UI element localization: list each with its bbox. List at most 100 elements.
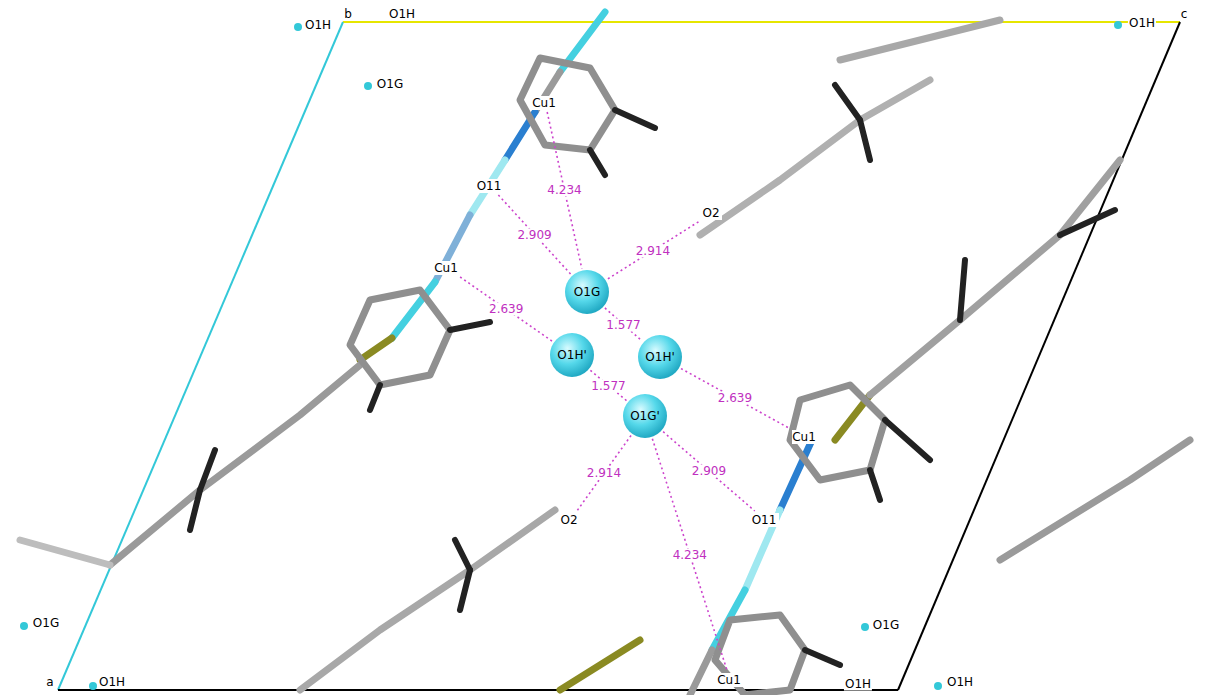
atom-label: O1G <box>872 619 900 632</box>
distance-label: 2.914 <box>586 467 622 480</box>
atom-label-box: Cu1 <box>790 430 820 444</box>
atom-label: O1H <box>1128 17 1156 30</box>
atom-label: Cu1 <box>792 430 818 444</box>
sphere-atom: O1G <box>564 269 610 315</box>
h-stub <box>450 322 490 330</box>
atom-dot <box>89 682 97 690</box>
sphere-atom: O1H' <box>637 334 683 380</box>
bond-stick <box>700 80 930 235</box>
sphere-atom: O1G' <box>622 393 668 439</box>
cell-edge-a <box>58 22 343 690</box>
h-stub <box>190 490 200 530</box>
atom-label: O1H <box>98 676 126 689</box>
atom-label: O2 <box>560 513 580 527</box>
contact-line <box>663 432 755 511</box>
bond-stick <box>690 650 712 695</box>
contact-line <box>460 277 552 341</box>
distance-label: 2.909 <box>516 228 552 241</box>
cell-edge-b <box>343 21 1180 23</box>
atom-dot <box>20 622 28 630</box>
h-stub <box>835 85 860 120</box>
atom-label-box: O2 <box>558 513 582 527</box>
distance-label: 4.234 <box>672 548 708 561</box>
bond-stick <box>870 160 1120 395</box>
h-stub <box>870 470 880 500</box>
h-stub <box>460 570 470 610</box>
contact-line <box>681 369 789 428</box>
hydrogen-stubs <box>190 85 1115 665</box>
distance-label: 2.639 <box>488 303 524 316</box>
atom-label: O1G <box>574 285 600 299</box>
molecule-sticks <box>20 12 1190 695</box>
atom-label: O11 <box>752 513 779 527</box>
cell-edge-c <box>898 22 1180 690</box>
h-stub <box>860 120 870 160</box>
atom-label: O1H' <box>645 350 674 364</box>
atom-label-box: O11 <box>750 513 781 527</box>
atom-dot <box>364 82 372 90</box>
contact-line <box>605 308 642 341</box>
atom-label: b <box>343 8 353 21</box>
bond-stick <box>560 640 640 690</box>
bond-stick <box>745 510 780 590</box>
h-stub <box>200 450 215 490</box>
h-stub <box>885 420 930 460</box>
sphere-fill <box>623 394 667 438</box>
atom-label: O11 <box>477 179 504 193</box>
bond-stick <box>360 338 392 360</box>
atom-label: O1H <box>844 678 872 691</box>
atom-label: Cu1 <box>532 96 558 110</box>
distance-label: 2.909 <box>691 465 727 478</box>
atom-label: O2 <box>702 206 722 220</box>
atom-dot <box>294 23 302 31</box>
distance-label: 1.577 <box>590 379 626 392</box>
atom-label-box: O2 <box>700 206 724 220</box>
atom-label: c <box>1180 8 1189 21</box>
h-stub <box>370 385 380 410</box>
contact-line <box>607 222 698 279</box>
contact-line <box>590 370 626 400</box>
atom-dot <box>934 682 942 690</box>
contact-line <box>547 112 582 269</box>
bond-stick <box>20 540 110 565</box>
atom-dot <box>1114 21 1122 29</box>
contact-line <box>652 439 727 671</box>
ring <box>715 615 805 695</box>
ring <box>520 58 615 150</box>
h-stub <box>1060 210 1115 235</box>
bond-stick <box>110 365 360 565</box>
ring <box>790 385 885 480</box>
h-stub <box>960 260 965 320</box>
sphere-fill <box>550 333 594 377</box>
isolated-atoms <box>20 21 1122 690</box>
unit-cell <box>58 22 1180 690</box>
atom-label: O1H <box>388 8 416 21</box>
atom-label: O1H' <box>557 348 586 362</box>
h-stub <box>805 650 840 665</box>
atom-label: O1G <box>376 78 404 91</box>
h-stub <box>590 150 605 175</box>
atom-label: a <box>45 676 54 689</box>
h-stub <box>455 540 470 570</box>
atom-label: O1G <box>32 617 60 630</box>
atom-label: Cu1 <box>717 673 743 687</box>
aromatic-rings <box>350 58 885 695</box>
h-stub <box>615 110 655 128</box>
sphere-atom: O1H' <box>549 332 595 378</box>
distance-label: 4.234 <box>546 184 582 197</box>
atom-label-box: O11 <box>475 179 506 193</box>
atom-label-box: Cu1 <box>715 673 745 687</box>
bond-stick <box>300 510 555 690</box>
bond-stick <box>840 20 1000 60</box>
contact-line <box>577 436 631 511</box>
ring <box>350 290 450 385</box>
contact-line <box>498 195 570 274</box>
bond-stick <box>1000 440 1190 560</box>
atom-label: O1H <box>946 676 974 689</box>
